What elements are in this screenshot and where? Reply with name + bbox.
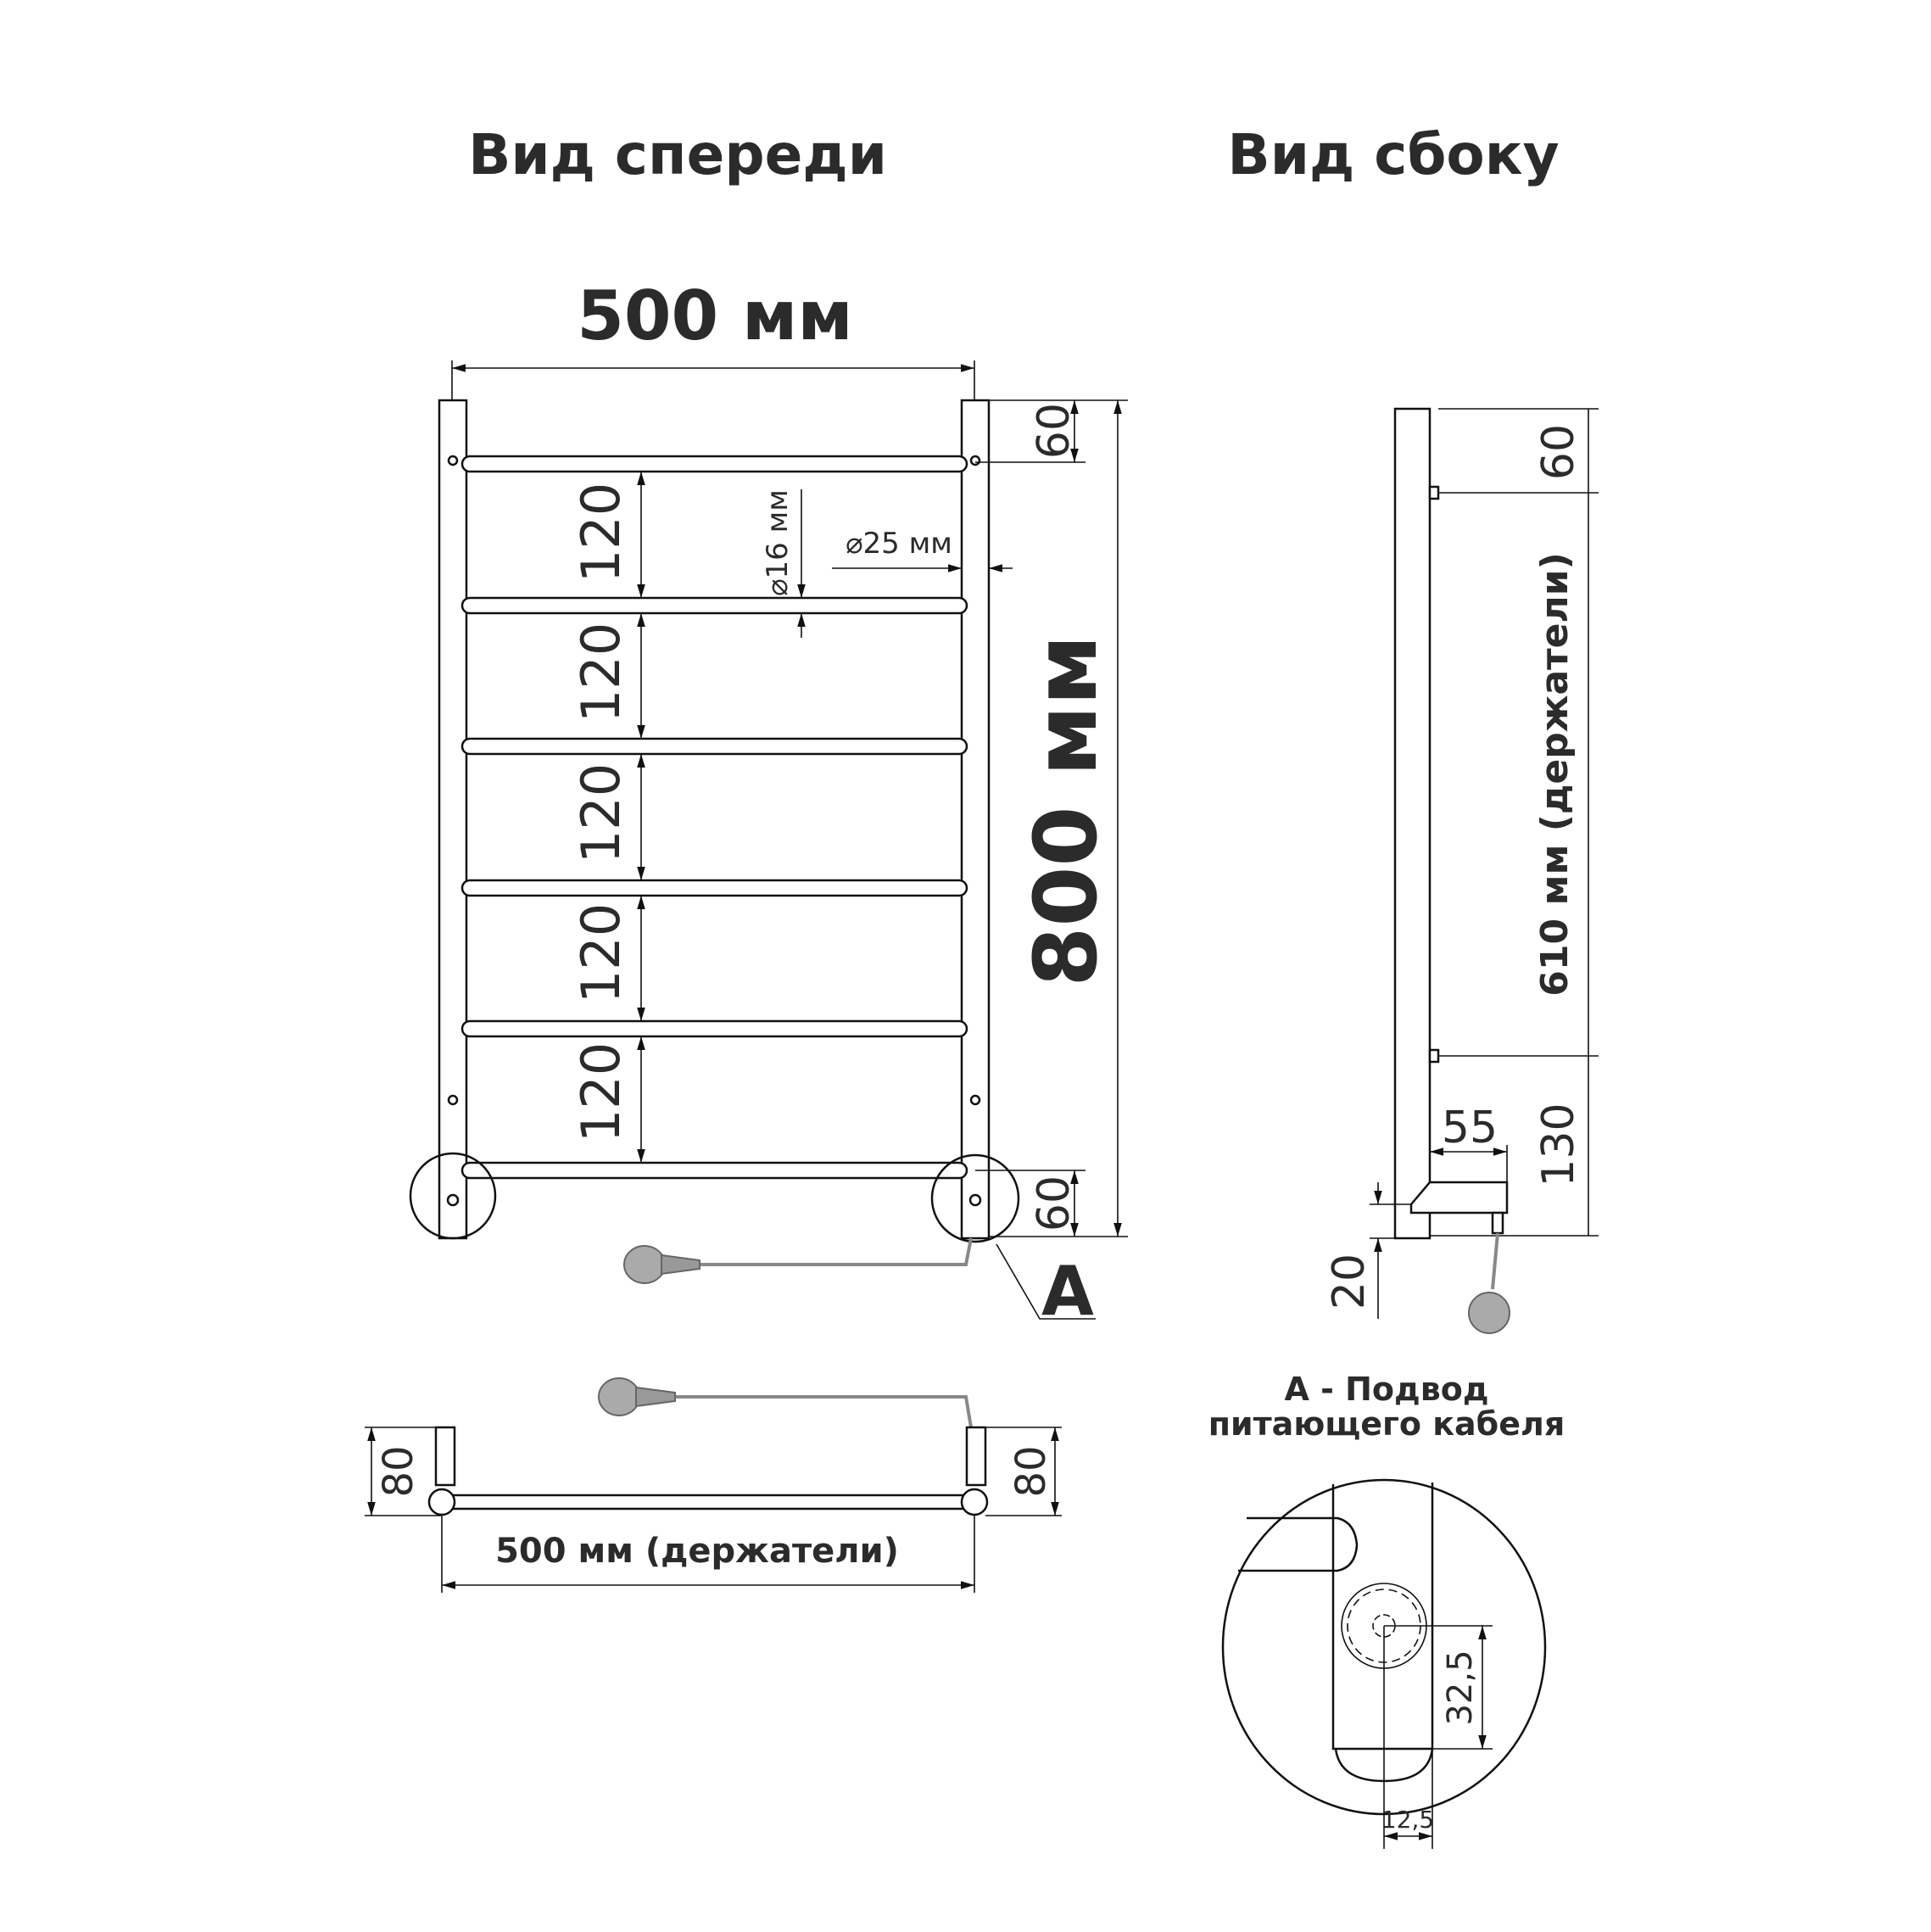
side-view-title: Вид сбоку [1227, 122, 1559, 187]
detail-a: A - Подвод питающего кабеля 32,5 12,5 [1208, 1371, 1565, 1849]
detail-horizontal-label: 12,5 [1381, 1806, 1434, 1834]
right-rail [960, 399, 991, 1240]
detail-leader [996, 1243, 1096, 1320]
holder-width-label: 500 мм (держатели) [495, 1532, 899, 1571]
outlet-housing [1409, 1181, 1509, 1214]
bar-diameter-label: ⌀16 мм [761, 489, 795, 596]
crossbars [460, 455, 968, 1180]
front-view-title: Вид спереди [468, 122, 887, 187]
detail-vertical-label: 32,5 [1441, 1650, 1480, 1725]
spacing-label-2: 120 [570, 623, 632, 723]
detail-marker: A [1041, 1252, 1094, 1331]
front-view: 500 мм 120 120 120 120 12 [409, 276, 1128, 1331]
bottom-offset-label: 60 [1029, 1175, 1080, 1231]
side-rail [1393, 407, 1432, 1240]
top-offset-label: 60 [1029, 403, 1080, 459]
spacing-label-1: 120 [570, 483, 632, 583]
spacing-label-5: 120 [570, 1042, 632, 1142]
outlet-depth-label: 55 [1442, 1103, 1498, 1153]
detail-title-line2: питающего кабеля [1208, 1405, 1565, 1443]
outlet-height-label: 20 [1324, 1254, 1375, 1309]
plug-icon [623, 1245, 700, 1284]
top-view: 80 80 500 мм (держатели) [365, 1377, 1062, 1593]
side-view: 60 610 мм (держатели) 130 55 20 [1324, 407, 1599, 1334]
detail-title-line1: A - Подвод [1284, 1371, 1488, 1408]
spacing-label-3: 120 [570, 763, 632, 863]
side-bottom-offset-label: 130 [1533, 1103, 1584, 1187]
plug-icon [598, 1377, 676, 1416]
side-top-offset-label: 60 [1533, 424, 1584, 480]
right-depth-label: 80 [1007, 1445, 1055, 1497]
power-cable [700, 1237, 973, 1266]
left-rail [438, 399, 468, 1240]
left-depth-label: 80 [375, 1445, 422, 1497]
width-label: 500 мм [577, 276, 853, 355]
height-label: 800 мм [1016, 634, 1117, 986]
top-rail [440, 1494, 976, 1510]
spacing-label-4: 120 [570, 903, 632, 1003]
holder-spacing-label: 610 мм (держатели) [1533, 552, 1577, 996]
detail-circle-right [930, 1153, 1020, 1243]
mounting-screws [446, 455, 982, 1207]
plug-icon [1468, 1292, 1510, 1334]
power-cable-top [675, 1395, 973, 1428]
rail-diameter-label: ⌀25 мм [846, 527, 952, 561]
detail-circle-left [409, 1152, 497, 1240]
